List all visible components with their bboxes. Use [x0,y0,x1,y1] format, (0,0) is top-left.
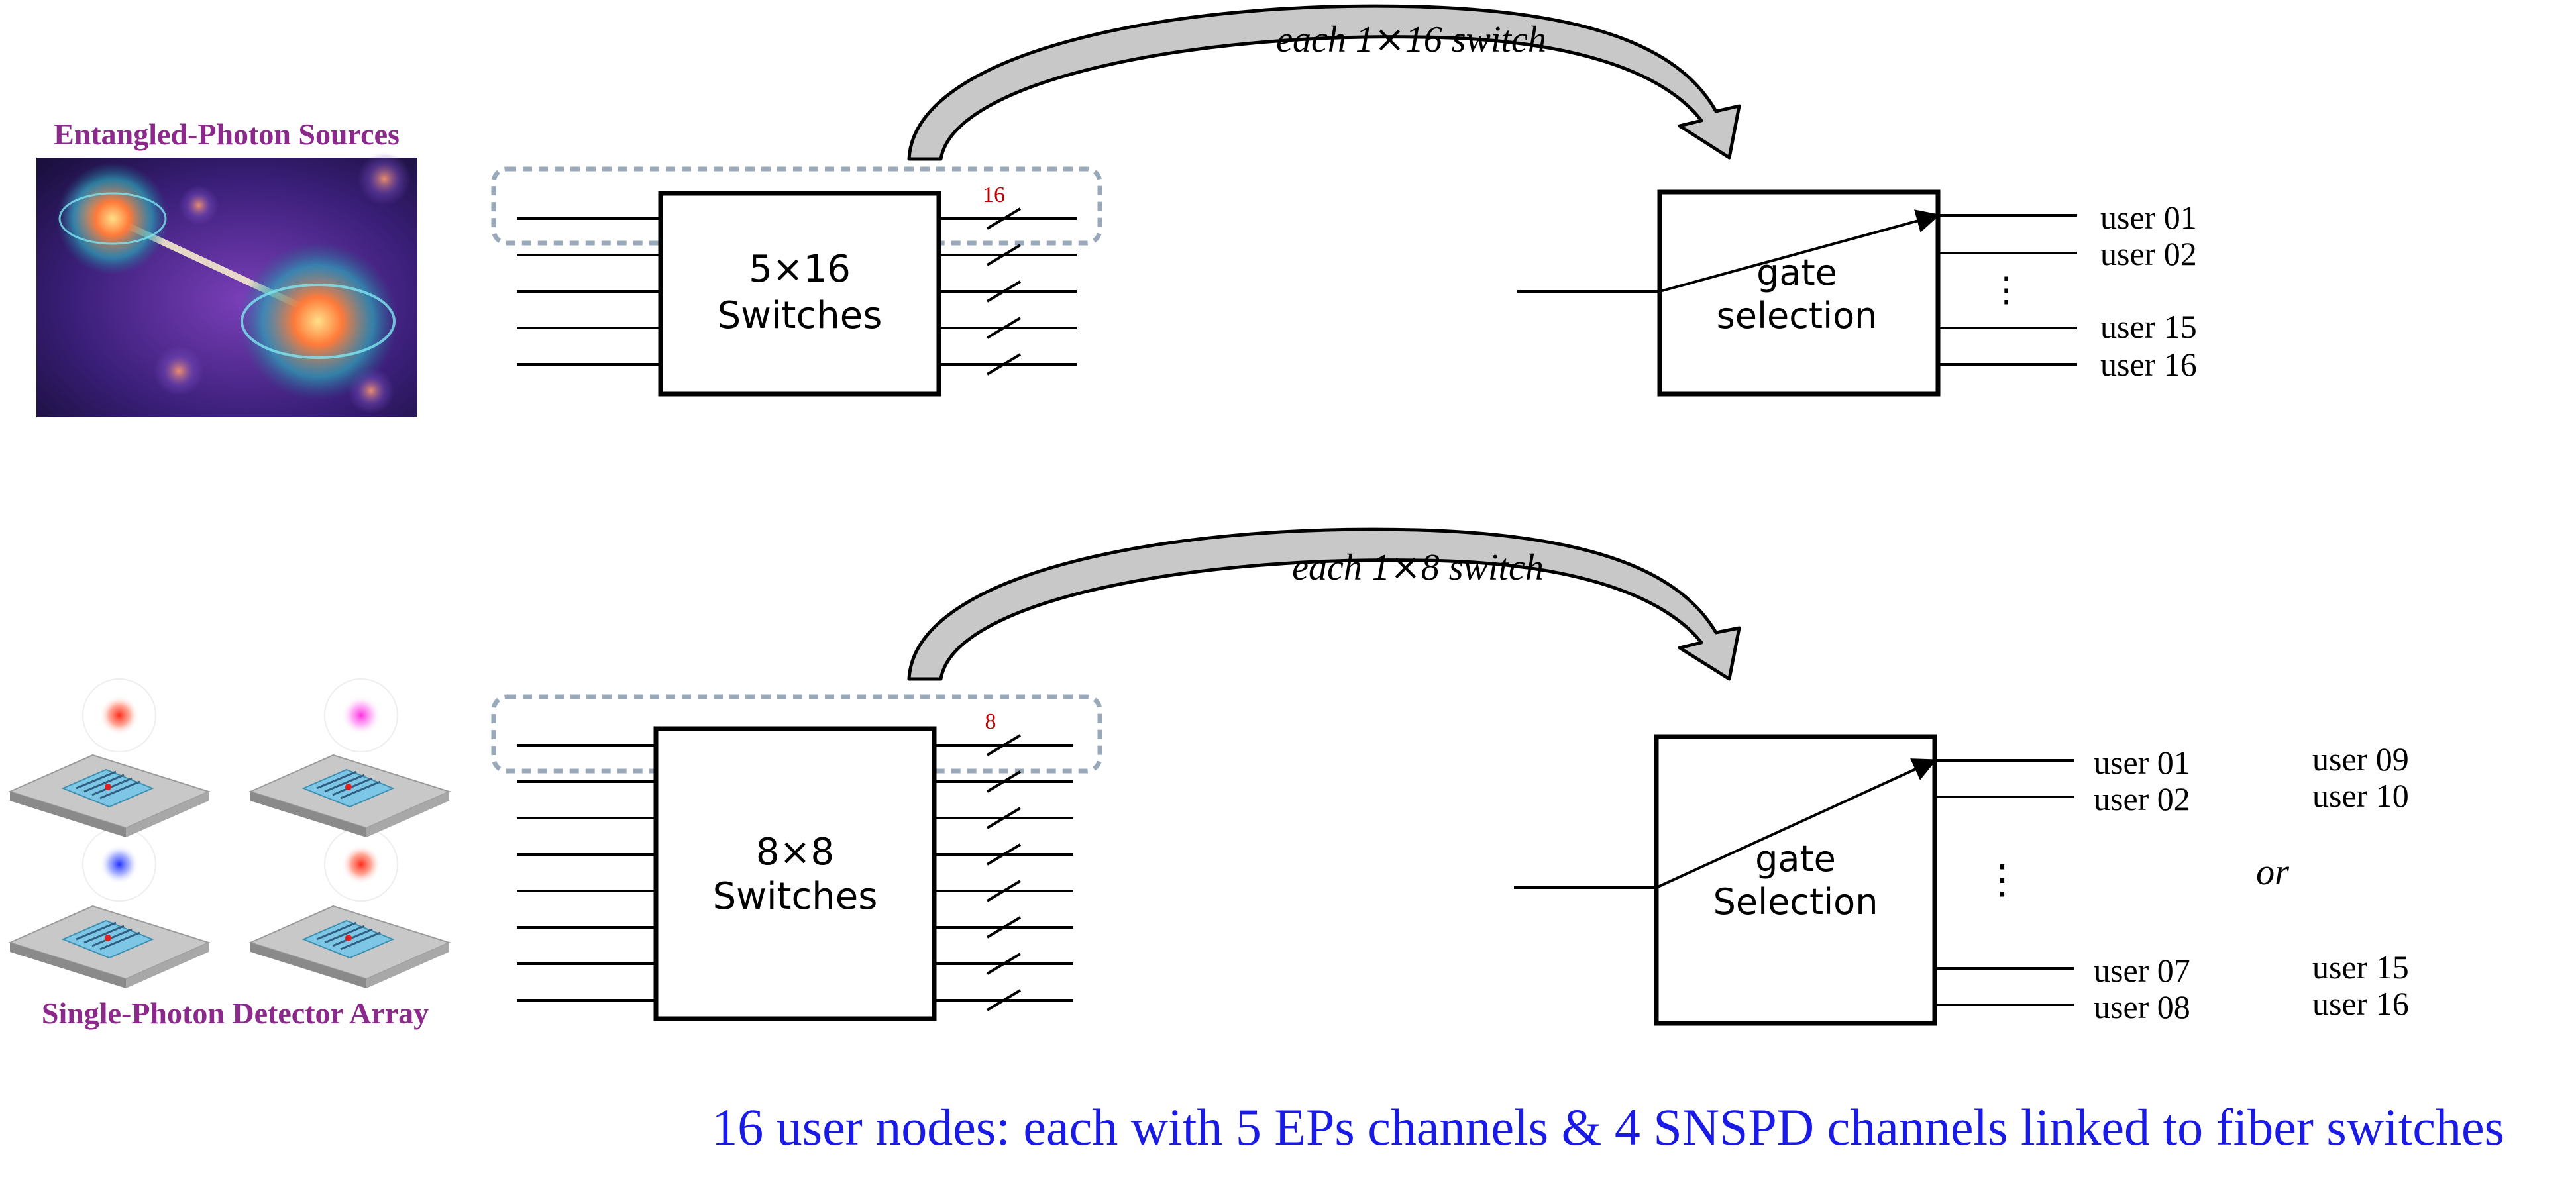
user-label: user 08 [2094,988,2190,1025]
gate-label-line1: gate [1755,838,1836,880]
switch-size-label: 5⨯16 [749,248,851,291]
user-label: user 01 [2094,744,2190,781]
user-label: user 09 [2312,741,2409,778]
switch-caption: each 1⨯16 switch [1276,19,1546,60]
gate-box [1657,189,1941,397]
bundle-count: 8 [985,709,996,734]
or-label: or [2256,852,2289,893]
user-label: user 15 [2312,949,2409,986]
snspd-detector-chip-icon [9,678,451,990]
gate-label-line1: gate [1756,252,1837,293]
vertical-ellipsis-icon: ⋮ [1989,272,2023,309]
switch-box [653,726,937,1021]
output-lines [939,207,1077,376]
entangled-photon-illustration-icon [36,152,417,417]
input-lines [517,744,656,1002]
footer-caption: 16 user nodes: each with 5 EPs channels … [712,1098,2504,1156]
output-lines [934,734,1073,1011]
user-lines [1935,759,2074,1006]
gate-label-line2: Selection [1713,881,1878,923]
curved-arrow-icon [907,4,1741,161]
user-label: user 02 [2100,235,2197,272]
user-label: user 16 [2100,346,2197,383]
input-lines [517,217,661,366]
user-label: user 15 [2100,308,2197,345]
user-label: user 07 [2094,952,2190,989]
user-lines [1938,214,2077,366]
vertical-ellipsis-icon: ⋮ [1982,858,2022,902]
curved-arrow-icon [907,527,1741,681]
user-label: user 10 [2312,777,2409,814]
gate-pointer-arrow [1656,758,1937,889]
user-label: user 16 [2312,985,2409,1022]
switch-type-label: Switches [718,294,883,337]
bundle-count: 16 [983,183,1005,207]
switch-box [658,191,941,397]
switch-size-label: 8⨯8 [756,831,834,874]
gate-box [1654,734,1937,1026]
photon-source-title: Entangled-Photon Sources [54,117,400,151]
detector-title: Single-Photon Detector Array [42,996,429,1030]
user-label: user 02 [2094,780,2190,817]
switch-caption: each 1⨯8 switch [1292,547,1544,588]
gate-pointer-arrow [1659,209,1941,293]
user-label: user 01 [2100,199,2197,236]
gate-label-line2: selection [1717,295,1878,336]
switch-type-label: Switches [713,875,878,918]
